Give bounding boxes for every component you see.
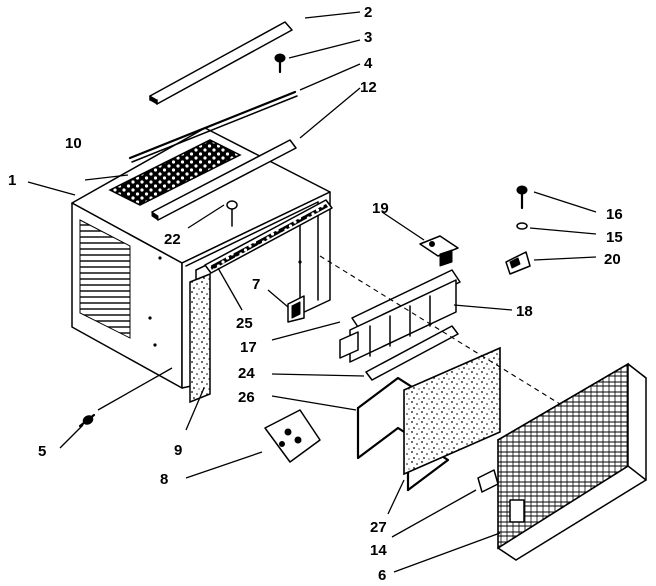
control-bracket [264,409,321,463]
tray-lip [339,331,359,359]
screw-top [274,53,286,74]
callout-25: 25 [236,315,253,332]
callout-8: 8 [160,471,168,488]
top-vent [108,139,242,206]
callout-5: 5 [38,443,46,460]
callout-19: 19 [372,200,389,217]
top-rail [149,21,293,105]
callout-12: 12 [360,79,377,96]
channel-rail [204,199,333,274]
foot-plug [477,469,499,493]
callout-15: 15 [606,229,623,246]
chassis-tray [349,269,461,363]
clip [287,295,305,323]
callout-7: 7 [252,276,260,293]
callout-2: 2 [364,4,372,21]
foam-strip [365,325,459,381]
callout-24: 24 [238,365,255,382]
callout-1: 1 [8,172,16,189]
screw-bottom [78,413,96,428]
gasket-strip [128,90,298,163]
callout-16: 16 [606,206,623,223]
callout-3: 3 [364,29,372,46]
front-grille [497,362,647,561]
switch-bracket [419,235,459,267]
alignment-line [319,255,561,405]
washer [516,222,528,230]
filter-panel [403,346,501,476]
mounting-rail [151,139,297,221]
leader-lines [27,11,597,573]
callout-6: 6 [378,567,386,584]
callout-20: 20 [604,251,621,268]
callout-18: 18 [516,303,533,320]
callout-27: 27 [370,519,387,536]
callout-9: 9 [174,442,182,459]
callout-14: 14 [370,542,387,559]
side-foam-gasket [189,272,211,404]
latch [505,251,531,275]
callout-17: 17 [240,339,257,356]
screw-knob [226,200,238,227]
callout-22: 22 [164,231,181,248]
callout-4: 4 [364,55,373,72]
callout-26: 26 [238,389,255,406]
screw-right [516,185,528,210]
callout-10: 10 [65,135,82,152]
callouts: 2 3 4 12 10 1 22 7 25 9 8 5 19 17 24 26 … [8,4,623,584]
